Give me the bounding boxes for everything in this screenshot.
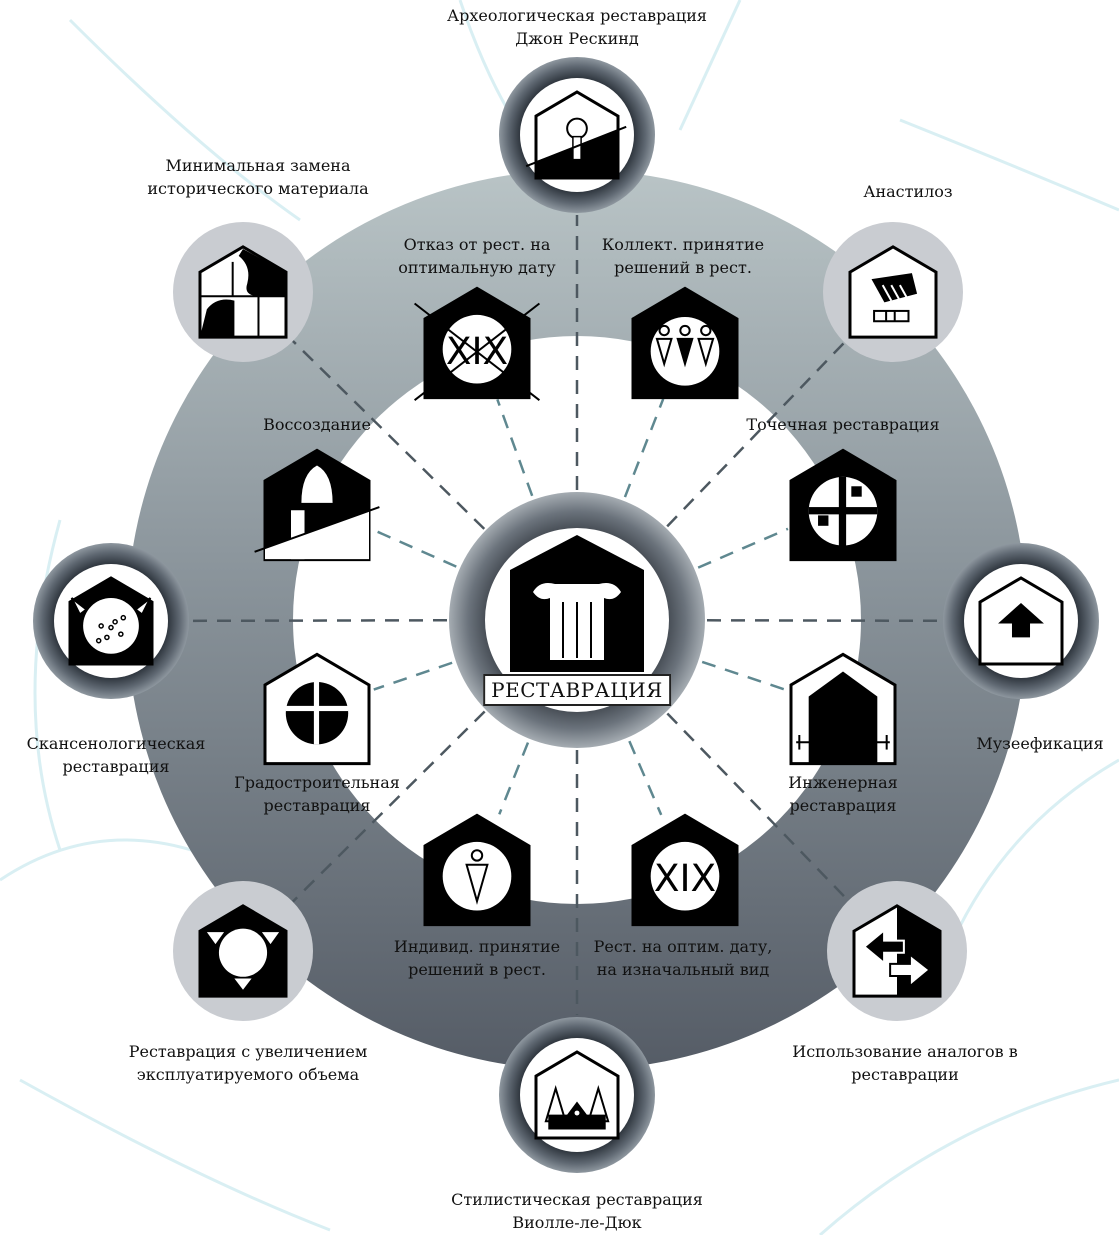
- outer-node-museumification: [943, 543, 1099, 699]
- outer-node-skansen: [33, 543, 189, 699]
- connector-line: [628, 740, 663, 816]
- outer-node-stylistic: [499, 1017, 655, 1173]
- connector-line: [496, 399, 534, 497]
- inner-label-line: Точечная реставрация: [746, 415, 940, 434]
- outer-label-line: эксплуатируемого объема: [136, 1065, 360, 1084]
- inner-label-line: решений в рест.: [614, 258, 752, 277]
- outer-label-line: Использование аналогов в: [792, 1042, 1018, 1061]
- xix-crossed-house-icon: XIX: [413, 286, 541, 401]
- cross-circle-house-icon: [263, 652, 371, 766]
- exchange-arrows-house-icon: [852, 904, 942, 998]
- inner-label-line: Индивид. принятие: [393, 937, 561, 956]
- expanding-circle-house-icon: [198, 904, 288, 998]
- up-arrow-house-icon: [978, 576, 1064, 666]
- connector-line: [623, 398, 665, 498]
- inner-label-line: Коллект. принятие: [601, 235, 765, 254]
- outer-node-analogs: [827, 881, 967, 1021]
- inner-label-refusal: Отказ от рест. на оптимальную дату: [398, 233, 555, 279]
- column-capital-house-icon: [510, 535, 644, 672]
- patchwork-house-icon: [198, 245, 288, 339]
- outer-label-anastylosis: Анастилоз: [863, 180, 952, 203]
- cross-window-house-icon: [789, 448, 897, 562]
- outer-label-line: Анастилоз: [863, 182, 953, 201]
- outer-label-line: Скансенологическая: [26, 734, 206, 753]
- inner-label-line: Воссоздание: [263, 415, 371, 434]
- inner-label-point: Точечная реставрация: [746, 413, 939, 436]
- outer-label-analogs: Использование аналогов в реставрации: [792, 1040, 1018, 1086]
- outer-label-museumification: Музеефикация: [976, 732, 1103, 755]
- spires-house-icon: [534, 1050, 620, 1140]
- inner-label-line: реставрация: [789, 796, 897, 815]
- outer-node-anastylosis: [823, 222, 963, 362]
- outer-label-volume: Реставрация с увеличением эксплуатируемог…: [129, 1040, 368, 1086]
- outer-label-line: Джон Рескинд: [515, 29, 639, 48]
- outer-label-minimal: Минимальная замена исторического материал…: [147, 154, 368, 200]
- outer-label-line: реставрации: [851, 1065, 959, 1084]
- inner-label-line: Градостроительная: [234, 773, 400, 792]
- inner-label-individual: Индивид. принятие решений в рест.: [394, 935, 560, 981]
- inner-label-line: решений в рест.: [408, 960, 546, 979]
- braced-house-icon: [789, 652, 897, 766]
- inner-label-line: Инженерная: [788, 773, 898, 792]
- inner-label-line: на изначальный вид: [596, 960, 770, 979]
- outer-label-line: Реставрация с увеличением: [128, 1042, 368, 1061]
- outer-node-archaeological: [499, 57, 655, 213]
- inner-label-line: Рест. на оптим. дату,: [593, 937, 773, 956]
- outer-node-volume: [173, 881, 313, 1021]
- connectors: [190, 215, 942, 1015]
- connector-line: [373, 661, 453, 691]
- inner-label-line: оптимальную дату: [398, 258, 556, 277]
- single-figure-house-icon: [423, 813, 531, 927]
- inner-label-optimal-date: Рест. на оптим. дату, на изначальный вид: [594, 935, 773, 981]
- dotted-circle-house-icon: [68, 576, 154, 666]
- connector-line: [498, 742, 530, 815]
- fallen-capital-house-icon: [848, 245, 938, 339]
- connector-line: [666, 337, 850, 528]
- connector-line: [706, 619, 942, 623]
- inner-label-line: Отказ от рест. на: [403, 235, 551, 254]
- outer-label-line: Виолле-ле-Дюк: [512, 1213, 642, 1232]
- outer-label-line: Музеефикация: [976, 734, 1104, 753]
- inner-label-recreation: Воссоздание: [263, 413, 371, 436]
- outer-label-skansen: Скансенологическая реставрация: [27, 732, 206, 778]
- outer-label-line: Минимальная замена: [165, 156, 351, 175]
- outer-label-line: Стилистическая реставрация: [451, 1190, 703, 1209]
- outer-label-line: реставрация: [62, 757, 170, 776]
- center-title: РЕСТАВРАЦИЯ: [483, 674, 671, 706]
- connector-line: [190, 619, 448, 623]
- inner-label-urban: Градостроительная реставрация: [234, 771, 400, 817]
- outer-label-line: исторического материала: [147, 179, 369, 198]
- connector-line: [666, 712, 854, 906]
- lamp-house-icon: [525, 90, 627, 180]
- connector-line: [287, 335, 486, 530]
- connector-line: [371, 528, 457, 568]
- inner-label-line: реставрация: [263, 796, 371, 815]
- xix-house-icon: XIX: [631, 813, 739, 927]
- group-figures-house-icon: [631, 286, 739, 400]
- svg-text:XIX: XIX: [654, 856, 716, 900]
- inner-label-engineering: Инженерная реставрация: [788, 771, 897, 817]
- inner-label-collective: Коллект. принятие решений в рест.: [602, 233, 764, 279]
- dome-house-icon: [254, 448, 380, 562]
- outer-label-line: Археологическая реставрация: [447, 6, 707, 25]
- connector-line: [697, 527, 789, 569]
- outer-node-minimal: [173, 222, 313, 362]
- connector-line: [701, 660, 787, 692]
